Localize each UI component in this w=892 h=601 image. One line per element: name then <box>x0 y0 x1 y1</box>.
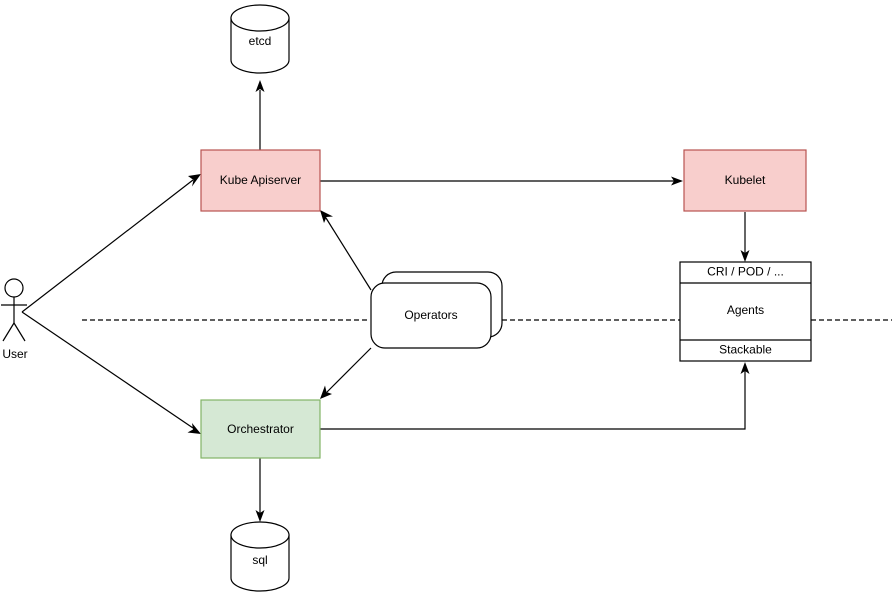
edge-operators-to-apiserver <box>320 210 372 291</box>
edge-orchestrator-to-sql <box>255 458 265 522</box>
node-agents-header-label: CRI / POD / ... <box>707 265 784 279</box>
edge-operators-to-orchestrator <box>320 347 372 399</box>
node-operators-label: Operators <box>404 308 457 322</box>
node-agents-footer-label: Stackable <box>719 343 772 357</box>
node-kube-apiserver-label: Kube Apiserver <box>220 173 301 187</box>
edge-apiserver-to-etcd <box>255 80 265 150</box>
node-agents-body-label: Agents <box>727 303 764 317</box>
node-agents[interactable]: CRI / POD / ... Agents Stackable <box>679 261 812 362</box>
node-kube-apiserver[interactable]: Kube Apiserver <box>200 149 321 212</box>
edge-user-to-orchestrator <box>21 311 201 434</box>
node-sql-label: sql <box>252 553 267 567</box>
node-kubelet-label: Kubelet <box>725 173 766 187</box>
edge-user-to-apiserver <box>21 174 201 313</box>
edge-kubelet-to-agents <box>740 212 750 262</box>
node-user-label: User <box>2 347 27 361</box>
node-operators[interactable]: Operators <box>370 271 503 349</box>
node-etcd-label: etcd <box>249 34 272 48</box>
node-etcd[interactable]: etcd <box>230 4 290 74</box>
node-orchestrator-label: Orchestrator <box>227 422 294 436</box>
edge-apiserver-to-kubelet <box>320 176 683 186</box>
node-orchestrator[interactable]: Orchestrator <box>200 399 321 459</box>
edge-orchestrator-to-stackable <box>320 362 750 430</box>
node-sql[interactable]: sql <box>230 521 290 592</box>
node-user[interactable]: User <box>1 278 28 361</box>
node-kubelet[interactable]: Kubelet <box>683 149 807 212</box>
